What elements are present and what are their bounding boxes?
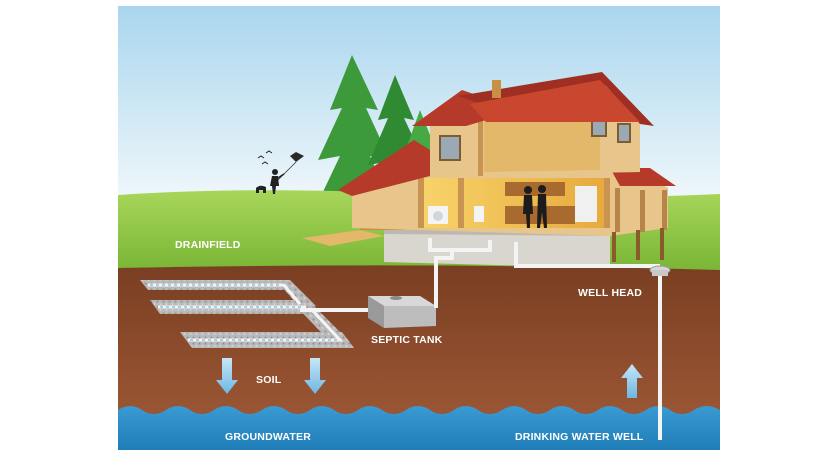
groundwater-label: GROUNDWATER bbox=[225, 431, 311, 443]
soil-label: SOIL bbox=[256, 374, 282, 386]
septic-tank-label: SEPTIC TANK bbox=[371, 334, 443, 346]
house-roof bbox=[412, 72, 654, 126]
house-supports bbox=[612, 228, 664, 262]
person-with-kite-icon bbox=[270, 152, 304, 194]
dog-icon bbox=[256, 185, 266, 193]
well-pipe bbox=[514, 242, 671, 440]
porch-roof-right bbox=[610, 168, 676, 186]
people-icon bbox=[523, 185, 547, 228]
waste-pipes bbox=[300, 238, 492, 312]
porch-roof-left bbox=[338, 140, 430, 196]
well-head-label: WELL HEAD bbox=[578, 287, 642, 299]
drainfield-label: DRAINFIELD bbox=[175, 239, 241, 251]
house-lower-floor bbox=[352, 170, 668, 236]
arrow-down-icon bbox=[216, 358, 238, 394]
groundwater-layer bbox=[118, 406, 720, 450]
arrow-up-icon bbox=[621, 364, 643, 398]
septic-tank bbox=[368, 296, 436, 328]
arrow-down-icon bbox=[304, 358, 326, 394]
drinking-water-well-label: DRINKING WATER WELL bbox=[515, 431, 644, 443]
birds-icon bbox=[257, 150, 273, 165]
drainfield-trenches bbox=[140, 280, 354, 348]
